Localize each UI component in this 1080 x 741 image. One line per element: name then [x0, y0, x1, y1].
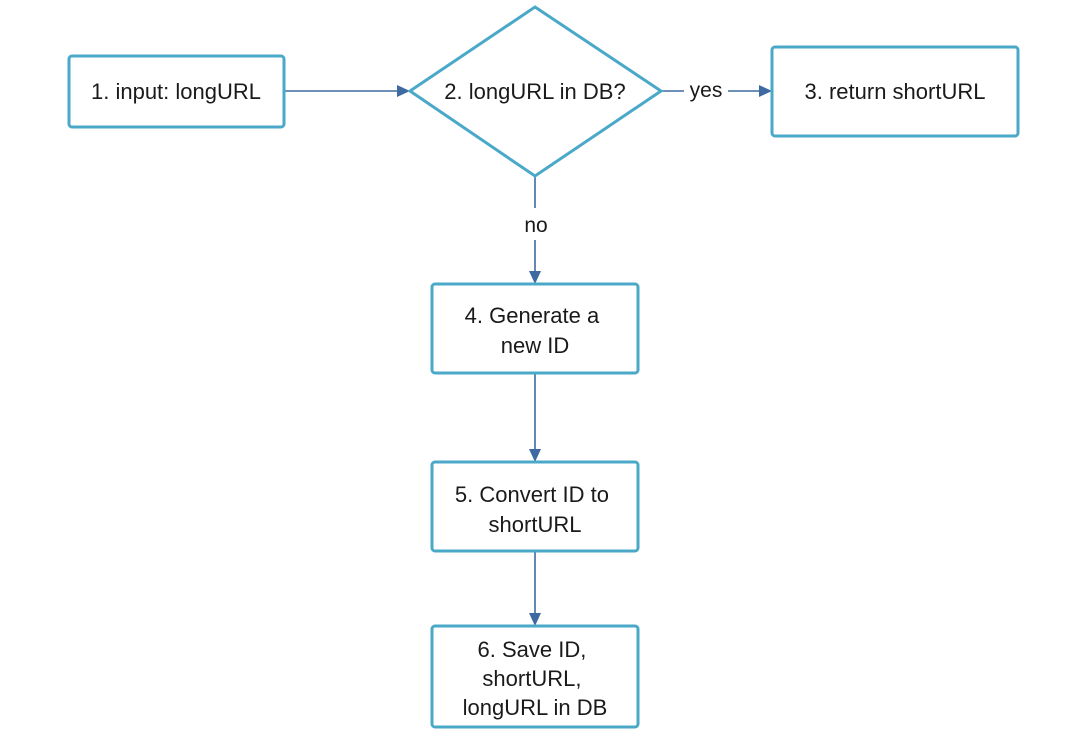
- node-label: 6. Save ID, shortURL, longURL in DB: [463, 637, 608, 720]
- arrow-head: [759, 85, 772, 97]
- node-save-to-db: 6. Save ID, shortURL, longURL in DB: [430, 624, 640, 729]
- node-input-longurl: 1. input: longURL: [67, 54, 286, 129]
- node-return-shorturl: 3. return shortURL: [770, 45, 1020, 138]
- node-generate-new-id: 4. Generate a new ID: [430, 282, 640, 375]
- arrow-head: [529, 271, 541, 284]
- arrow-head: [529, 613, 541, 626]
- node-label: 5. Convert ID to shortURL: [455, 482, 615, 537]
- node-label: 4. Generate a new ID: [465, 303, 606, 358]
- node-decision-longurl-in-db: 2. longURL in DB?: [407, 5, 664, 178]
- edge-label-no: no: [524, 214, 547, 237]
- arrow-head: [397, 85, 410, 97]
- arrow-head: [529, 449, 541, 462]
- node-label: 2. longURL in DB?: [444, 79, 625, 104]
- node-label: 1. input: longURL: [91, 79, 261, 104]
- node-convert-id-to-shorturl: 5. Convert ID to shortURL: [430, 460, 640, 553]
- nodes: 1. input: longURL 2. longURL in DB? 3. r…: [67, 5, 1020, 729]
- edges: yes no: [284, 76, 772, 626]
- node-label: 3. return shortURL: [805, 79, 986, 104]
- edge-label-yes: yes: [690, 79, 723, 102]
